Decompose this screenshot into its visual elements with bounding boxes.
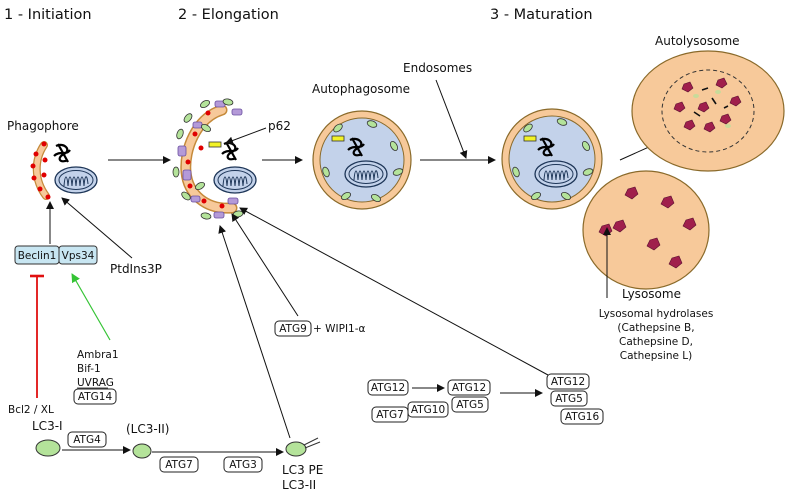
atg9-box: [274, 320, 312, 337]
lc3-pe-shape: [285, 437, 321, 457]
activation-arrow: [71, 273, 111, 341]
autolysosome: [631, 50, 785, 172]
stage-initiation-title: 1 - Initiation: [4, 7, 92, 23]
atg4-box: [67, 431, 107, 448]
atg10-box: [407, 401, 449, 418]
atg16-to-membrane-arrow: [239, 207, 549, 376]
atg12-c-box: [546, 373, 590, 390]
lc3-pe-label: LC3 PE: [282, 463, 323, 477]
lc3-ii-shape: [132, 443, 152, 459]
svg-text:(Cathepsine B,: (Cathepsine B,: [617, 322, 694, 334]
activator-ambra1: Ambra1: [77, 349, 119, 361]
endosomes-arrow: [435, 79, 468, 159]
endosomes-label: Endosomes: [403, 61, 472, 75]
wipi-label: + WIPI1-α: [313, 323, 366, 335]
fusing-autophagosome: [501, 108, 603, 210]
atg12-b-box: [447, 379, 491, 396]
atg16-label: ATG16: [565, 411, 600, 423]
atg14-box: [73, 388, 117, 405]
beclin1-label: Beclin1: [18, 250, 57, 262]
atg3-box: [223, 456, 263, 473]
lc3-to-membrane-arrow: [218, 225, 291, 439]
vps34-label: Vps34: [62, 250, 95, 262]
atg9-arrow: [231, 213, 299, 317]
atg9-label: ATG9: [279, 323, 307, 335]
mitochondrion-icon: [213, 166, 257, 194]
atg5-c-label: ATG5: [555, 393, 583, 405]
lc3-ii-paren-label: (LC3-II): [126, 422, 169, 436]
elongating-phagophore: [172, 97, 257, 221]
atg12-c-label: ATG12: [551, 376, 585, 388]
protein-aggregate-icon: [220, 140, 240, 162]
mitochondrion-icon: [54, 166, 98, 194]
lc3-i-shape: [35, 439, 61, 457]
atg12-b-label: ATG12: [452, 382, 486, 394]
autophagosome: [312, 110, 412, 210]
fusing-lysosome: [582, 170, 710, 290]
activator-atg14: ATG14: [78, 391, 113, 403]
phagophore-label: Phagophore: [7, 119, 79, 133]
mitochondrion-icon: [534, 160, 578, 188]
lysosome-label: Lysosome: [622, 287, 681, 301]
atg5-c-box: [550, 390, 588, 407]
svg-text:Cathepsine L): Cathepsine L): [620, 350, 692, 362]
p62-label: p62: [268, 119, 291, 133]
atg5-b-box: [451, 396, 489, 413]
autophagosome-label: Autophagosome: [312, 82, 410, 96]
stage-elongation-title: 2 - Elongation: [178, 7, 279, 23]
atg7-lc3-label: ATG7: [165, 459, 193, 471]
atg7-label: ATG7: [376, 409, 404, 421]
svg-text:Cathepsine D,: Cathepsine D,: [619, 336, 693, 348]
protein-aggregate-icon: [52, 142, 72, 164]
atg5-b-label: ATG5: [456, 399, 484, 411]
beclin-vps34-complex: Beclin1 Vps34: [14, 245, 98, 265]
p62-arrow: [225, 127, 267, 145]
lc3-i-label: LC3-I: [32, 419, 63, 433]
atg12-a-box: [367, 379, 409, 396]
ptdins3p-arrow: [61, 197, 133, 259]
phagophore: [30, 141, 98, 200]
atg16-box: [560, 408, 604, 425]
atg7-lc3-box: [159, 456, 199, 473]
atg3-label: ATG3: [229, 459, 257, 471]
autolysosome-label: Autolysosome: [655, 34, 740, 48]
atg10-label: ATG10: [411, 404, 445, 416]
ptdins3p-label: PtdIns3P: [110, 262, 162, 276]
atg12-a-label: ATG12: [371, 382, 405, 394]
svg-text:Lysosomal hydrolases: Lysosomal hydrolases: [599, 308, 714, 320]
atg4-label: ATG4: [73, 434, 101, 446]
mitochondrion-icon: [344, 160, 388, 188]
lc3-ii-label: LC3-II: [282, 478, 316, 492]
hydrolases-text: Lysosomal hydrolases (Cathepsine B, Cath…: [599, 308, 714, 362]
activator-uvrag: UVRAG: [77, 377, 114, 389]
stage-maturation-title: 3 - Maturation: [490, 7, 593, 23]
p62-cargo: [208, 141, 222, 148]
bcl2-label: Bcl2 / XL: [8, 404, 54, 416]
activator-bif1: Bif-1: [77, 363, 101, 375]
